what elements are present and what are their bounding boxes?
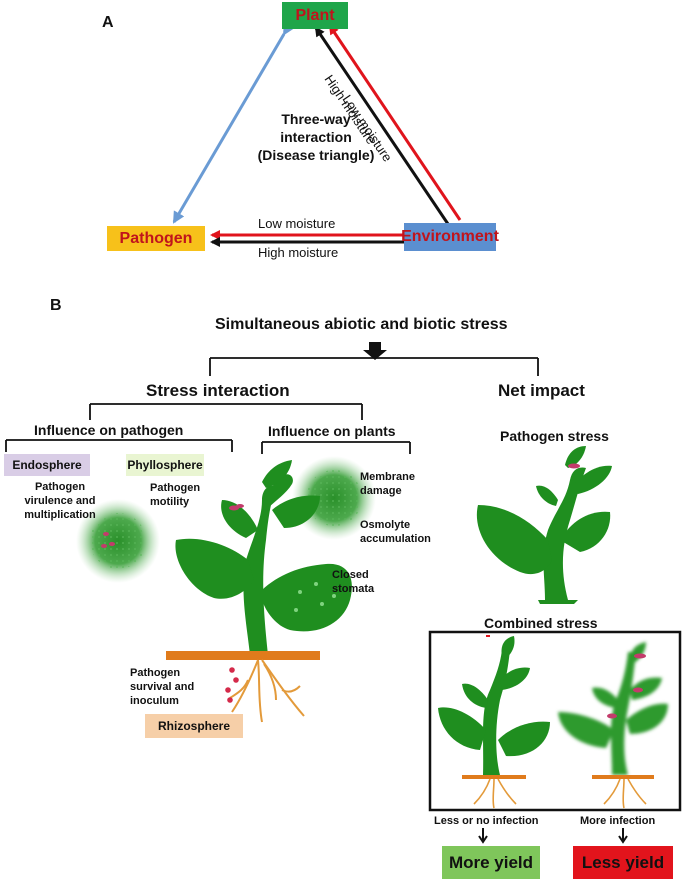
panel-b-letter: B	[50, 297, 62, 314]
osmolyte-line-1: Osmolyte	[360, 519, 411, 531]
virulence-text: Pathogen virulence and multiplication	[10, 480, 110, 522]
virulence-line-1: Pathogen	[34, 481, 86, 493]
stomata-dots	[294, 582, 336, 612]
panel-b-heading: Simultaneous abiotic and biotic stress	[215, 316, 508, 333]
infection-spot	[568, 463, 580, 469]
roots	[229, 659, 305, 723]
tree-connectors	[5, 357, 539, 454]
survival-line-1: Pathogen	[130, 667, 181, 679]
stress-interaction-label: Stress interaction	[146, 381, 290, 400]
pathogen-stress-label: Pathogen stress	[500, 428, 609, 444]
infected-plant	[558, 642, 668, 775]
label-high-moisture-horizontal: High moisture	[258, 245, 339, 260]
label-low-moisture-horizontal: Low moisture	[258, 216, 336, 231]
infection-spot	[633, 687, 643, 693]
endosphere-box: Endosphere	[4, 454, 90, 476]
stomata-line-1: Closed	[332, 569, 369, 581]
motility-line-1: Pathogen	[150, 482, 201, 494]
triangle-title-line-1: Three-way	[281, 111, 351, 127]
pathogen-stress-plant	[476, 446, 612, 604]
arrow-low-moisture-diagonal	[328, 24, 462, 221]
panel-a-letter: A	[102, 14, 114, 31]
main-down-arrow	[363, 342, 387, 360]
osmolyte-text: Osmolyte accumulation	[360, 518, 431, 546]
virulence-line-2: virulence and	[24, 495, 96, 507]
survival-text: Pathogen survival and inoculum	[130, 666, 194, 708]
arrow-less-yield	[618, 828, 628, 844]
less-infection-label: Less or no infection	[434, 815, 539, 827]
osmolyte-line-2: accumulation	[360, 533, 431, 545]
environment-node: Environment	[401, 223, 499, 251]
combined-stress-label: Combined stress	[484, 615, 598, 631]
influence-on-plants-label: Influence on plants	[268, 423, 396, 439]
soil-line-small	[462, 775, 526, 779]
net-impact-label: Net impact	[498, 381, 585, 400]
infection-spot	[634, 653, 646, 659]
soil-line-small	[592, 775, 654, 779]
membrane-text: Membrane damage	[360, 470, 415, 498]
infection-spot	[607, 713, 617, 719]
central-plant	[175, 460, 352, 655]
soil-line	[166, 651, 320, 660]
influence-on-pathogen-label: Influence on pathogen	[34, 422, 184, 438]
triangle-title-line-3: (Disease triangle)	[257, 147, 375, 163]
red-marker	[486, 635, 490, 637]
membrane-line-1: Membrane	[360, 471, 416, 483]
roots-small	[473, 778, 517, 809]
roots-small	[603, 778, 647, 809]
pathogen-glow-endosphere	[76, 499, 160, 583]
phyllosphere-box: Phyllosphere	[126, 454, 204, 476]
rhizosphere-box: Rhizosphere	[145, 714, 243, 738]
plant-node: Plant	[282, 2, 348, 29]
more-yield-box: More yield	[442, 846, 540, 879]
survival-line-3: inoculum	[130, 695, 179, 707]
motility-line-2: motility	[150, 496, 190, 508]
stomata-text: Closed stomata	[332, 568, 374, 596]
triangle-title-line-2: interaction	[280, 129, 352, 145]
root-pathogens	[225, 667, 239, 703]
stomata-line-2: stomata	[332, 583, 375, 595]
survival-line-2: survival and	[130, 681, 195, 693]
membrane-line-2: damage	[360, 485, 402, 497]
pathogen-node: Pathogen	[107, 226, 205, 251]
infection-spot	[236, 504, 244, 508]
less-yield-box: Less yield	[573, 846, 673, 879]
virulence-line-3: multiplication	[24, 509, 96, 521]
more-infection-label: More infection	[580, 815, 656, 827]
pathogen-glow-leaf	[292, 456, 376, 540]
motility-text: Pathogen motility	[150, 481, 200, 509]
arrow-more-yield	[478, 828, 488, 844]
healthy-plant	[438, 636, 550, 775]
arrow-plant-pathogen	[172, 22, 295, 224]
arrow-high-moisture-diagonal	[314, 26, 450, 225]
combined-stress-box	[428, 630, 682, 812]
